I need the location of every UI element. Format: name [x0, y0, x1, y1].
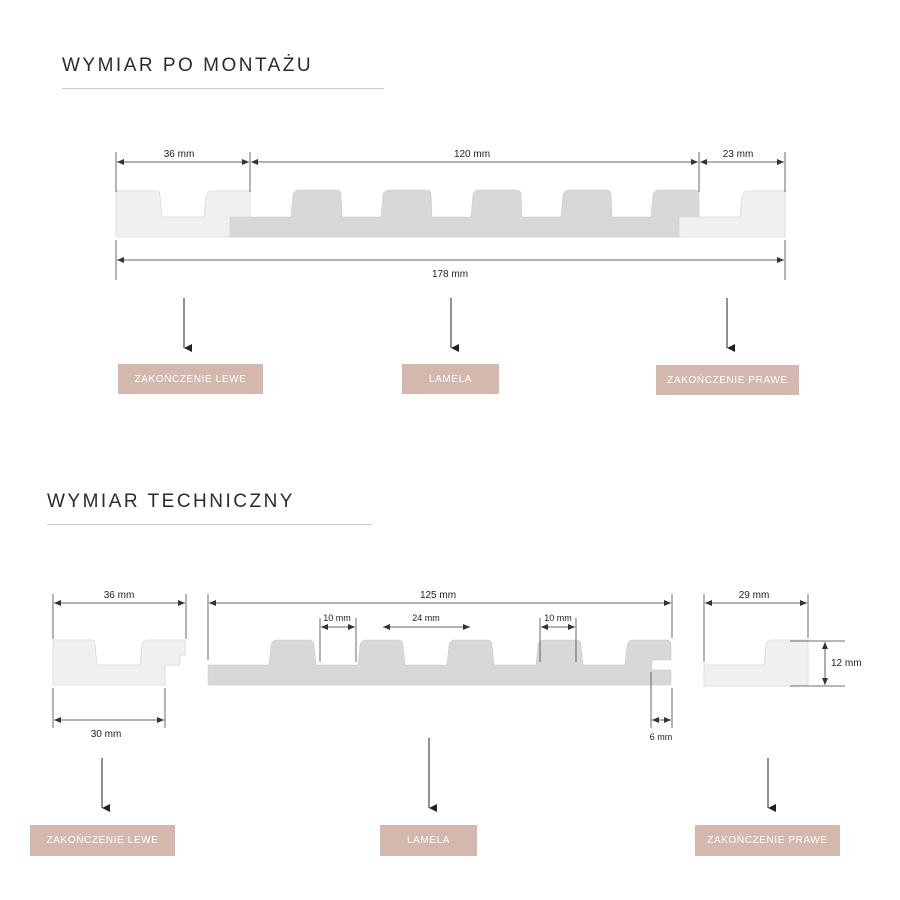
mounted-left-end-profile [115, 190, 251, 238]
technical-dim-middle-text: 125 mm [420, 590, 456, 601]
mounted-label-left-end: ZAKOŃCZENIE LEWE [118, 364, 263, 394]
mounted-dim-left-text: 36 mm [164, 149, 195, 160]
technical-right-end-profile [703, 639, 809, 687]
mounted-extension-lines [115, 152, 786, 280]
section-title-mounted: WYMIAR PO MONTAŻU [62, 55, 314, 76]
mounted-dim-right-text: 23 mm [723, 149, 754, 160]
technical-dim-right-text: 29 mm [739, 590, 770, 601]
section-underline-mounted [62, 88, 384, 89]
technical-label-right-end: ZAKOŃCZENIE PRAWE [695, 825, 840, 856]
technical-dim-groove-right-text: 10 mm [544, 613, 572, 623]
mounted-label-lamela: LAMELA [402, 364, 499, 394]
technical-label-lamela: LAMELA [380, 825, 477, 856]
technical-dim-tongue-text: 6 mm [650, 732, 673, 742]
technical-dim-left-base-text: 30 mm [91, 729, 122, 740]
mounted-dim-middle-text: 120 mm [454, 149, 490, 160]
technical-dim-groove-left-text: 10 mm [323, 613, 351, 623]
section-underline-technical [47, 524, 372, 525]
section-title-technical: WYMIAR TECHNICZNY [47, 491, 295, 512]
technical-label-left-end: ZAKOŃCZENIE LEWE [30, 825, 175, 856]
mounted-dim-total-text: 178 mm [432, 269, 468, 280]
technical-extension-lines [52, 594, 845, 728]
mounted-label-right-end: ZAKOŃCZENIE PRAWE [656, 365, 799, 395]
mounted-right-end-profile [678, 190, 786, 238]
technical-dim-rib-text: 24 mm [412, 613, 440, 623]
technical-dim-right-height-text: 12 mm [831, 658, 862, 669]
technical-dim-left-text: 36 mm [104, 590, 135, 601]
mounted-lamela-profile [229, 189, 700, 238]
technical-lamela-profile [207, 639, 672, 686]
technical-left-end-profile [52, 639, 186, 686]
